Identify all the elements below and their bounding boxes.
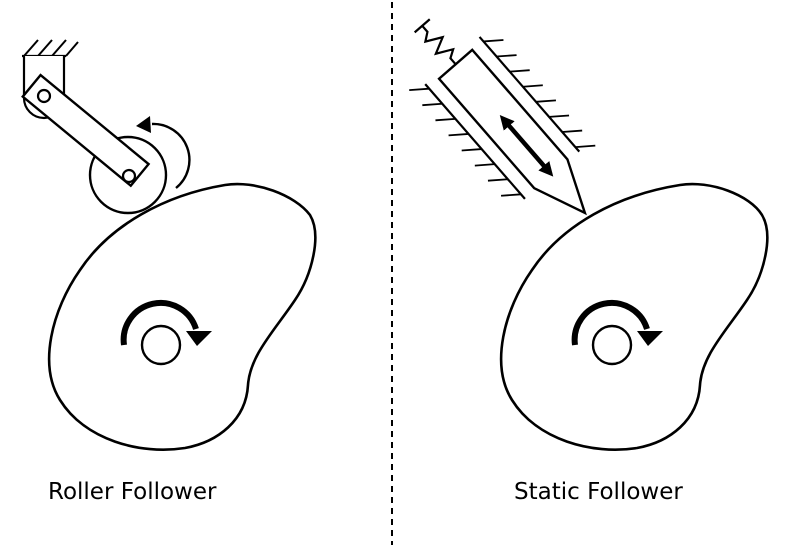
cam-rotation-arrowhead-right	[637, 331, 663, 346]
caption-static-follower: Static Follower	[514, 479, 683, 505]
roller-rotation-arrowhead	[136, 116, 151, 133]
roller-follower-panel	[21, 39, 317, 451]
follower-arm	[21, 73, 151, 188]
ground-hatch-left	[23, 39, 79, 57]
motion-arrow	[499, 115, 554, 177]
caption-roller-follower: Roller Follower	[48, 479, 217, 505]
cam-rotation-arrowhead-left	[186, 331, 212, 346]
cam-rotation-arrow-right	[571, 299, 650, 346]
cam-shaft-left	[140, 324, 182, 366]
roller-pin	[121, 168, 137, 184]
pivot-pin	[36, 88, 52, 104]
static-follower-panel	[409, 18, 769, 451]
spring-anchor	[413, 18, 431, 34]
roller-rotation-arrow	[151, 122, 191, 189]
spring	[421, 25, 457, 66]
cam-shaft-right	[591, 324, 633, 366]
cam-rotation-arrow-left	[120, 299, 199, 346]
cam-left	[47, 182, 317, 451]
cam-right	[499, 182, 769, 451]
